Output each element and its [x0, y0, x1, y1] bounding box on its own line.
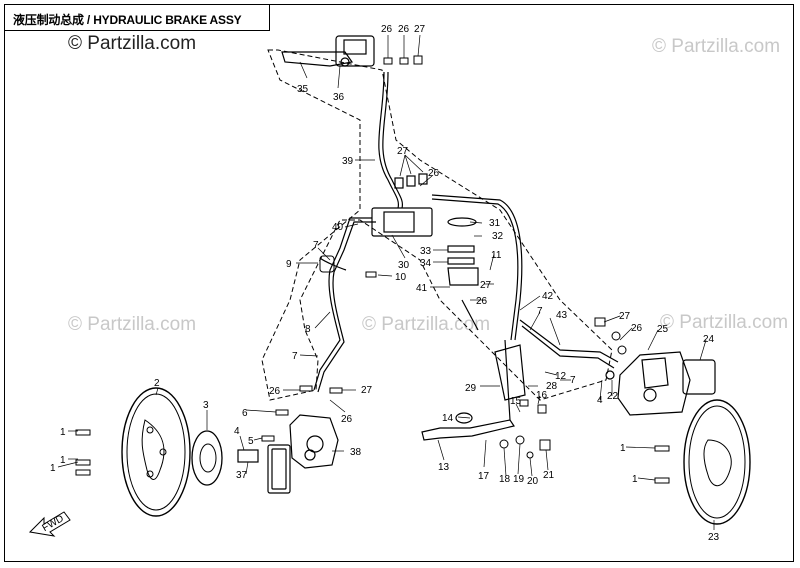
- watermark: © Partzilla.com: [362, 314, 491, 335]
- callout-40: 40: [332, 222, 344, 233]
- callout-7: 7: [313, 240, 319, 251]
- callout-30: 30: [398, 260, 410, 271]
- assembly-outline: [261, 49, 613, 401]
- callout-14: 14: [442, 413, 454, 424]
- callout-27: 27: [397, 146, 409, 157]
- callout-7: 7: [292, 351, 298, 362]
- callout-33: 33: [420, 246, 432, 257]
- hub-plate: [191, 430, 223, 486]
- callout-1: 1: [60, 455, 66, 466]
- callout-11: 11: [491, 250, 502, 261]
- callout-7: 7: [570, 375, 576, 386]
- callout-labels: 35 36 26 26 27 39 27 26 40 7 9 10 30 8 7…: [50, 24, 720, 543]
- callout-27: 27: [619, 311, 631, 322]
- callout-37: 37: [236, 470, 248, 481]
- fwd-label: FWD: [41, 513, 66, 534]
- callout-28: 28: [546, 381, 558, 392]
- callout-1: 1: [50, 463, 56, 474]
- callout-25: 25: [657, 324, 669, 335]
- callout-22: 22: [607, 391, 619, 402]
- callout-39: 39: [342, 156, 354, 167]
- front-left-caliper: [237, 414, 339, 494]
- callout-3: 3: [203, 400, 209, 411]
- callout-15: 15: [510, 396, 522, 407]
- callout-36: 36: [333, 92, 345, 103]
- callout-42: 42: [542, 291, 554, 302]
- callout-18: 18: [499, 474, 511, 485]
- callout-26: 26: [269, 386, 281, 397]
- callout-19: 19: [513, 474, 525, 485]
- callout-12: 12: [555, 371, 567, 382]
- callout-1: 1: [632, 474, 638, 485]
- watermark: © Partzilla.com: [660, 312, 789, 333]
- callout-27: 27: [480, 280, 492, 291]
- callout-1: 1: [60, 427, 66, 438]
- callout-32: 32: [492, 231, 504, 242]
- watermark: © Partzilla.com: [652, 36, 781, 57]
- callout-38: 38: [350, 447, 362, 458]
- callout-9: 9: [286, 259, 292, 270]
- callout-41: 41: [416, 283, 428, 294]
- handlebar-master-cylinder: [281, 35, 375, 67]
- callout-17: 17: [478, 471, 490, 482]
- callout-24: 24: [703, 334, 715, 345]
- callout-6: 6: [242, 408, 248, 419]
- callout-43: 43: [556, 310, 568, 321]
- callout-2: 2: [154, 378, 160, 389]
- callout-26: 26: [341, 414, 353, 425]
- brake-hoses: [313, 71, 619, 393]
- watermark: © Partzilla.com: [68, 314, 197, 335]
- brake-pedal: [421, 339, 526, 441]
- callout-34: 34: [420, 258, 432, 269]
- callout-4: 4: [597, 395, 603, 406]
- callout-7: 7: [537, 306, 543, 317]
- callout-23: 23: [708, 532, 720, 543]
- callout-31: 31: [489, 218, 501, 229]
- callout-8: 8: [305, 324, 311, 335]
- callout-26: 26: [476, 296, 488, 307]
- callout-35: 35: [297, 84, 309, 95]
- callout-1: 1: [620, 443, 626, 454]
- callout-13: 13: [438, 462, 450, 473]
- callout-26: 26: [428, 168, 440, 179]
- diagram-frame: [4, 4, 794, 562]
- bolts-and-washers: [75, 55, 670, 484]
- callout-21: 21: [543, 470, 555, 481]
- callout-5: 5: [248, 436, 254, 447]
- callout-29: 29: [465, 383, 477, 394]
- front-left-brake-disc: [121, 387, 191, 517]
- callout-27: 27: [361, 385, 373, 396]
- watermark: © Partzilla.com: [68, 33, 197, 54]
- callout-16: 16: [536, 390, 548, 401]
- callout-27: 27: [414, 24, 426, 35]
- callout-20: 20: [527, 476, 539, 487]
- callout-26: 26: [381, 24, 393, 35]
- callout-26: 26: [398, 24, 410, 35]
- leader-lines: [57, 34, 715, 530]
- rear-right-caliper: [605, 351, 716, 416]
- callout-4: 4: [234, 426, 240, 437]
- forward-direction-arrow: FWD: [28, 511, 71, 537]
- diagram-title: 液压制动总成 / HYDRAULIC BRAKE ASSY: [13, 13, 242, 27]
- callout-10: 10: [395, 272, 407, 283]
- title-box: 液压制动总成 / HYDRAULIC BRAKE ASSY: [4, 4, 270, 31]
- front-right-brake-disc: [683, 399, 751, 525]
- callout-26: 26: [631, 323, 643, 334]
